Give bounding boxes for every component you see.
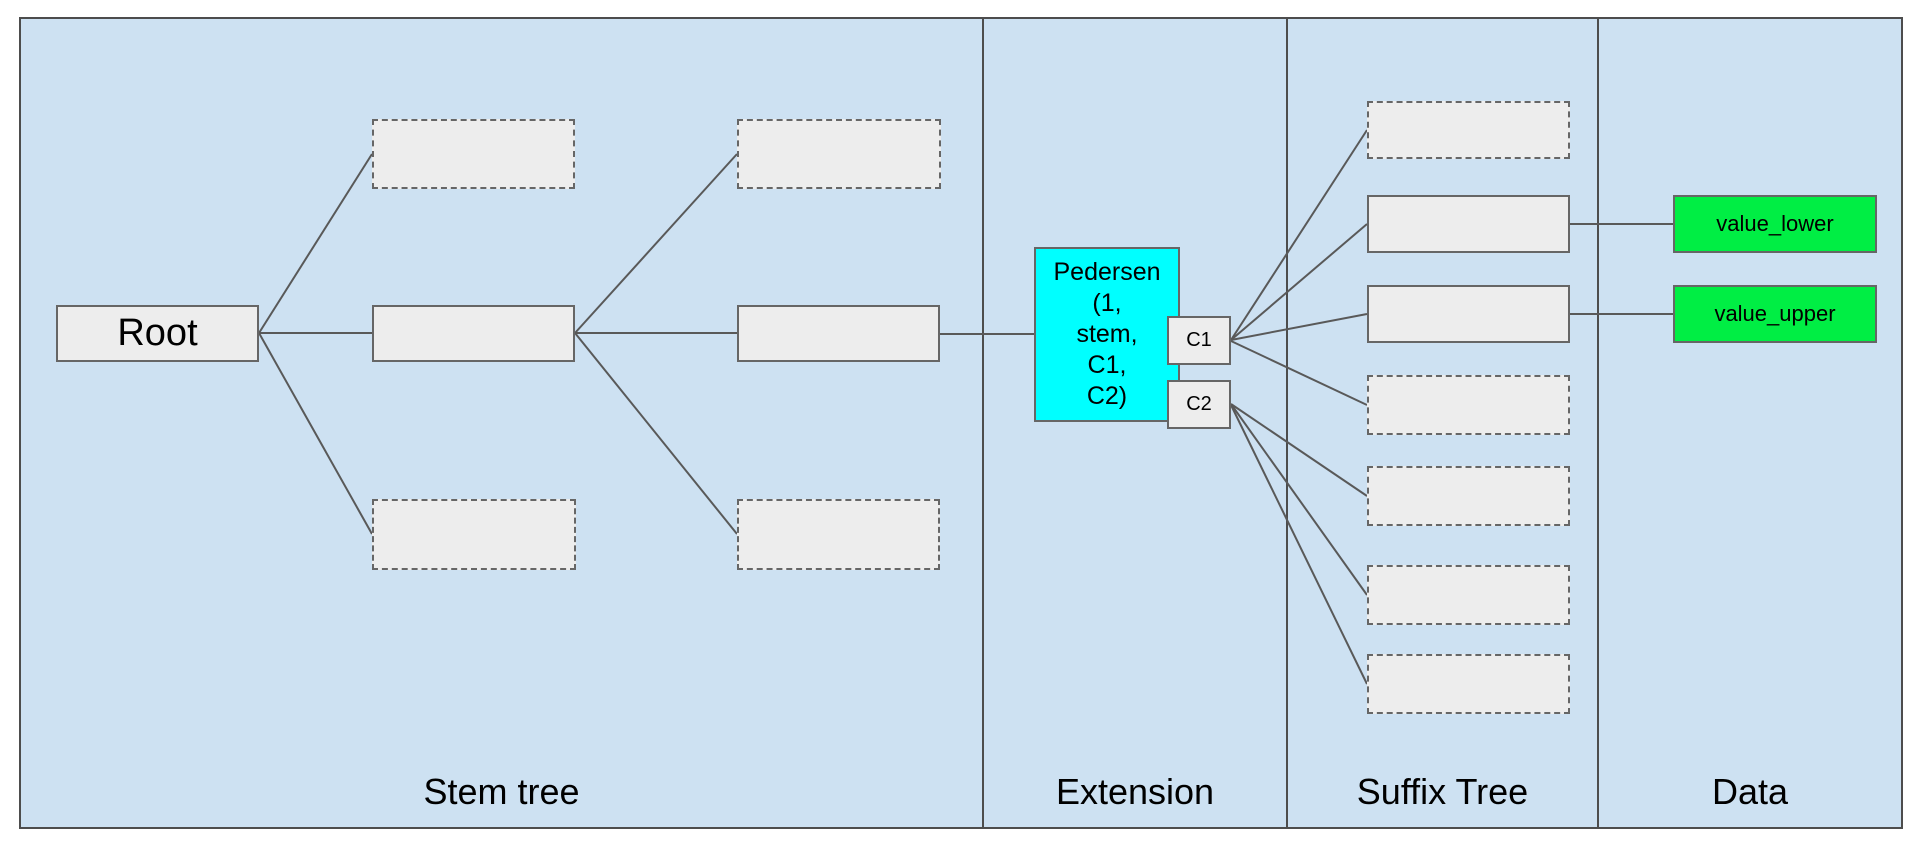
- section-label: Suffix Tree: [1356, 771, 1529, 812]
- pedersen-node: Pedersen (1, stem, C1, C2): [1034, 247, 1180, 422]
- suffix-node-2: [1367, 195, 1570, 253]
- section-label: Extension: [1055, 771, 1215, 812]
- suffix-placeholder-1: [1367, 101, 1570, 159]
- section-label: Stem tree: [423, 771, 580, 812]
- suffix-placeholder-7: [1367, 654, 1570, 714]
- stem-placeholder-bottom-mid: [737, 499, 940, 570]
- stem-node-2: [737, 305, 940, 362]
- section-extension: Extension: [982, 19, 1286, 827]
- stem-placeholder-top-left: [372, 119, 575, 189]
- stem-placeholder-top-mid: [737, 119, 941, 189]
- root-node: Root: [56, 305, 259, 362]
- section-stem-tree: Stem tree: [21, 19, 982, 827]
- value-upper-node: value_upper: [1673, 285, 1877, 343]
- c2-node: C2: [1167, 380, 1231, 429]
- stem-node-1: [372, 305, 575, 362]
- suffix-node-3: [1367, 285, 1570, 343]
- suffix-placeholder-6: [1367, 565, 1570, 625]
- section-label: Data: [1711, 771, 1789, 812]
- suffix-placeholder-4: [1367, 375, 1570, 435]
- c1-node: C1: [1167, 316, 1231, 365]
- suffix-placeholder-5: [1367, 466, 1570, 526]
- diagram-container: Stem tree Extension Suffix Tree Data: [19, 17, 1903, 829]
- pedersen-label: Pedersen (1, stem, C1, C2): [1053, 258, 1161, 410]
- stem-placeholder-bottom-left: [372, 499, 576, 570]
- value-lower-node: value_lower: [1673, 195, 1877, 253]
- section-data: Data: [1597, 19, 1901, 827]
